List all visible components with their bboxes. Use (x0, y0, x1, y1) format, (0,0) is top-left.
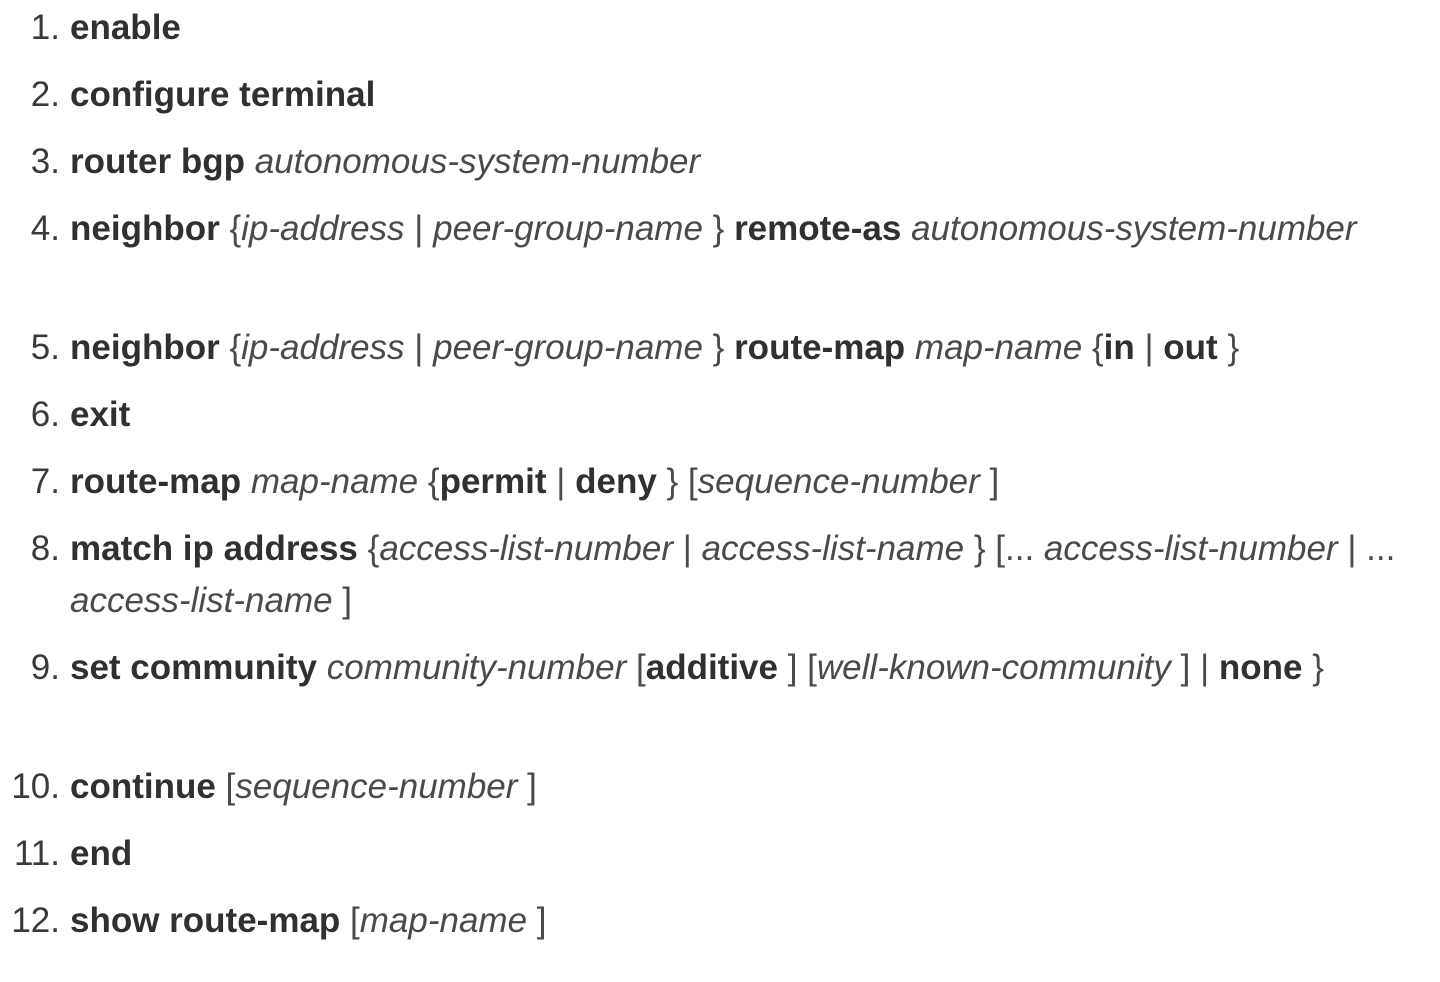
command-punctuation: ] | (1170, 648, 1219, 687)
command-punctuation: { (357, 529, 380, 568)
command-punctuation: [ (626, 648, 646, 687)
command-punctuation: } (1217, 328, 1240, 367)
step-number: 2. (30, 75, 60, 114)
step-command: router bgp autonomous-system-number (70, 136, 1420, 188)
command-punctuation: } [ (656, 462, 698, 501)
command-punctuation: { (1082, 328, 1104, 367)
command-punctuation: } (702, 209, 735, 248)
command-argument: ip-address (241, 209, 405, 248)
step-command: route-map map-name {permit | deny } [seq… (70, 456, 1420, 508)
command-punctuation: [ (340, 901, 360, 940)
command-argument: map-name (914, 328, 1083, 367)
command-keyword: continue (70, 767, 216, 806)
command-keyword: remote-as (734, 209, 902, 248)
command-punctuation: | ... (1337, 529, 1406, 568)
command-argument: autonomous-system-number (254, 142, 701, 181)
command-keyword: end (70, 834, 133, 873)
command-argument: map-name (359, 901, 528, 940)
command-punctuation: | (546, 462, 576, 501)
command-keyword: permit (439, 462, 547, 501)
command-punctuation: { (219, 209, 242, 248)
command-punctuation: ] (517, 767, 537, 806)
command-punctuation (245, 142, 255, 181)
command-punctuation: | (404, 209, 434, 248)
step-command: continue [sequence-number ] (70, 761, 1420, 813)
command-argument: sequence-number (235, 767, 518, 806)
command-argument: access-list-name (70, 581, 333, 620)
command-keyword: route-map (70, 462, 242, 501)
step-number: 8. (30, 529, 60, 568)
step-number: 1. (30, 8, 60, 47)
step-command: neighbor {ip-address | peer-group-name }… (70, 322, 1420, 374)
command-punctuation (317, 648, 327, 687)
command-argument: access-list-number (1043, 529, 1338, 568)
command-punctuation (901, 209, 911, 248)
command-argument: access-list-number (379, 529, 674, 568)
command-punctuation: ] (332, 581, 353, 620)
step-number: 10. (11, 767, 60, 806)
step-number: 12. (11, 901, 60, 940)
command-keyword: neighbor (70, 209, 220, 248)
step-number: 9. (30, 648, 60, 687)
command-keyword: additive (645, 648, 778, 687)
command-keyword: out (1163, 328, 1218, 367)
command-punctuation: } (702, 328, 735, 367)
command-punctuation: ] (979, 462, 1000, 501)
step-command: show route-map [map-name ] (70, 895, 1420, 947)
command-argument: peer-group-name (433, 209, 703, 248)
step-number: 7. (30, 462, 60, 501)
command-argument: access-list-name (701, 529, 965, 568)
command-keyword: show route-map (70, 901, 341, 940)
command-punctuation: ] [ (778, 648, 817, 687)
command-punctuation: | (1134, 328, 1164, 367)
step-command: neighbor {ip-address | peer-group-name }… (70, 203, 1420, 255)
command-punctuation: } [... (964, 529, 1044, 568)
command-argument: community-number (326, 648, 627, 687)
command-argument: autonomous-system-number (911, 209, 1357, 248)
command-punctuation: { (418, 462, 440, 501)
step-number: 5. (30, 328, 60, 367)
step-command: end (70, 828, 1420, 880)
command-argument: sequence-number (697, 462, 980, 501)
command-argument: ip-address (241, 328, 405, 367)
step-number: 4. (30, 209, 60, 248)
command-punctuation: } (1302, 648, 1324, 687)
command-argument: map-name (250, 462, 419, 501)
step-command: configure terminal (70, 69, 1420, 121)
command-punctuation (905, 328, 915, 367)
command-keyword: enable (70, 8, 181, 47)
command-punctuation: | (404, 328, 434, 367)
step-number: 11. (13, 834, 60, 873)
command-punctuation: | (673, 529, 702, 568)
command-keyword: router bgp (70, 142, 245, 181)
command-keyword: route-map (734, 328, 906, 367)
step-command: set community community-number [additive… (70, 642, 1420, 694)
step-command: exit (70, 389, 1420, 441)
command-keyword: configure terminal (70, 75, 376, 114)
command-keyword: in (1103, 328, 1135, 367)
command-keyword: match ip address (70, 529, 358, 568)
command-punctuation (241, 462, 251, 501)
command-punctuation: [ (215, 767, 236, 806)
step-command: enable (70, 2, 1420, 54)
command-argument: well-known-community (816, 648, 1171, 687)
step-number: 6. (30, 395, 60, 434)
command-argument: peer-group-name (433, 328, 703, 367)
command-keyword: exit (70, 395, 131, 434)
command-punctuation: ] (527, 901, 547, 940)
step-command: match ip address {access-list-number | a… (70, 523, 1420, 627)
step-number: 3. (30, 142, 60, 181)
command-keyword: set community (70, 648, 317, 687)
command-keyword: deny (575, 462, 657, 501)
command-keyword: neighbor (70, 328, 220, 367)
command-punctuation: { (219, 328, 242, 367)
command-keyword: none (1218, 648, 1303, 687)
